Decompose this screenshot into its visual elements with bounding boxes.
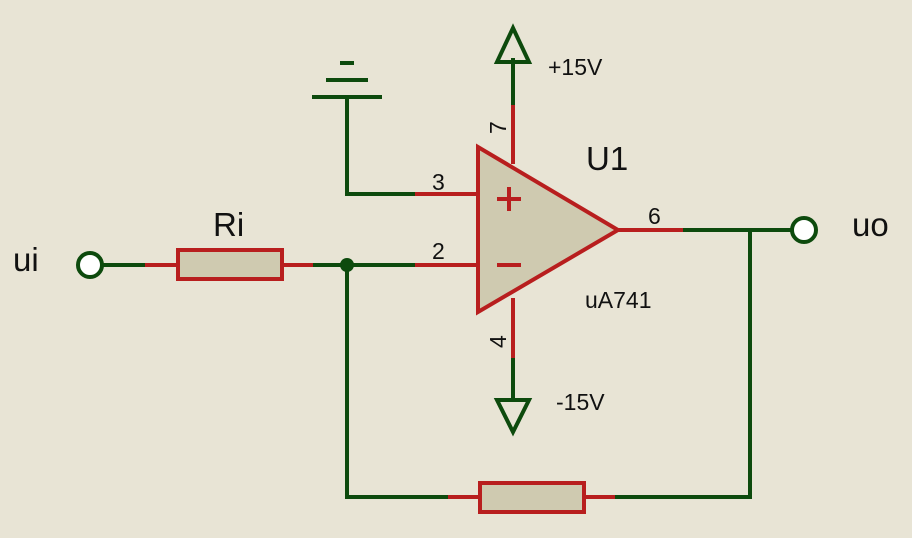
ground-symbol xyxy=(312,61,382,99)
input-resistor-label: Ri xyxy=(213,206,244,243)
pos-supply-label: +15V xyxy=(548,54,603,80)
neg-supply-label: -15V xyxy=(556,389,605,415)
input-resistor[interactable] xyxy=(145,248,315,281)
pin-4-label: 4 xyxy=(485,335,511,348)
output-terminal-label: uo xyxy=(852,206,889,243)
pin-3-label: 3 xyxy=(432,169,445,195)
input-terminal-label: ui xyxy=(13,241,39,278)
opamp-ref-label: U1 xyxy=(586,140,628,177)
plus-sign-icon xyxy=(497,187,521,211)
feedback-wire xyxy=(345,228,752,499)
opamp-body[interactable] xyxy=(476,143,622,316)
output-terminal[interactable] xyxy=(790,216,818,244)
vpos-arrow-icon xyxy=(493,23,533,64)
feedback-resistor[interactable] xyxy=(448,481,615,514)
pin-7-label: 7 xyxy=(485,121,511,134)
pin-2-label: 2 xyxy=(432,238,445,264)
input-terminal[interactable] xyxy=(76,251,104,279)
vneg-arrow-icon xyxy=(493,398,533,437)
opamp-part-label: uA741 xyxy=(585,287,652,313)
pin-6-label: 6 xyxy=(648,203,661,229)
ground-wire xyxy=(345,95,417,196)
